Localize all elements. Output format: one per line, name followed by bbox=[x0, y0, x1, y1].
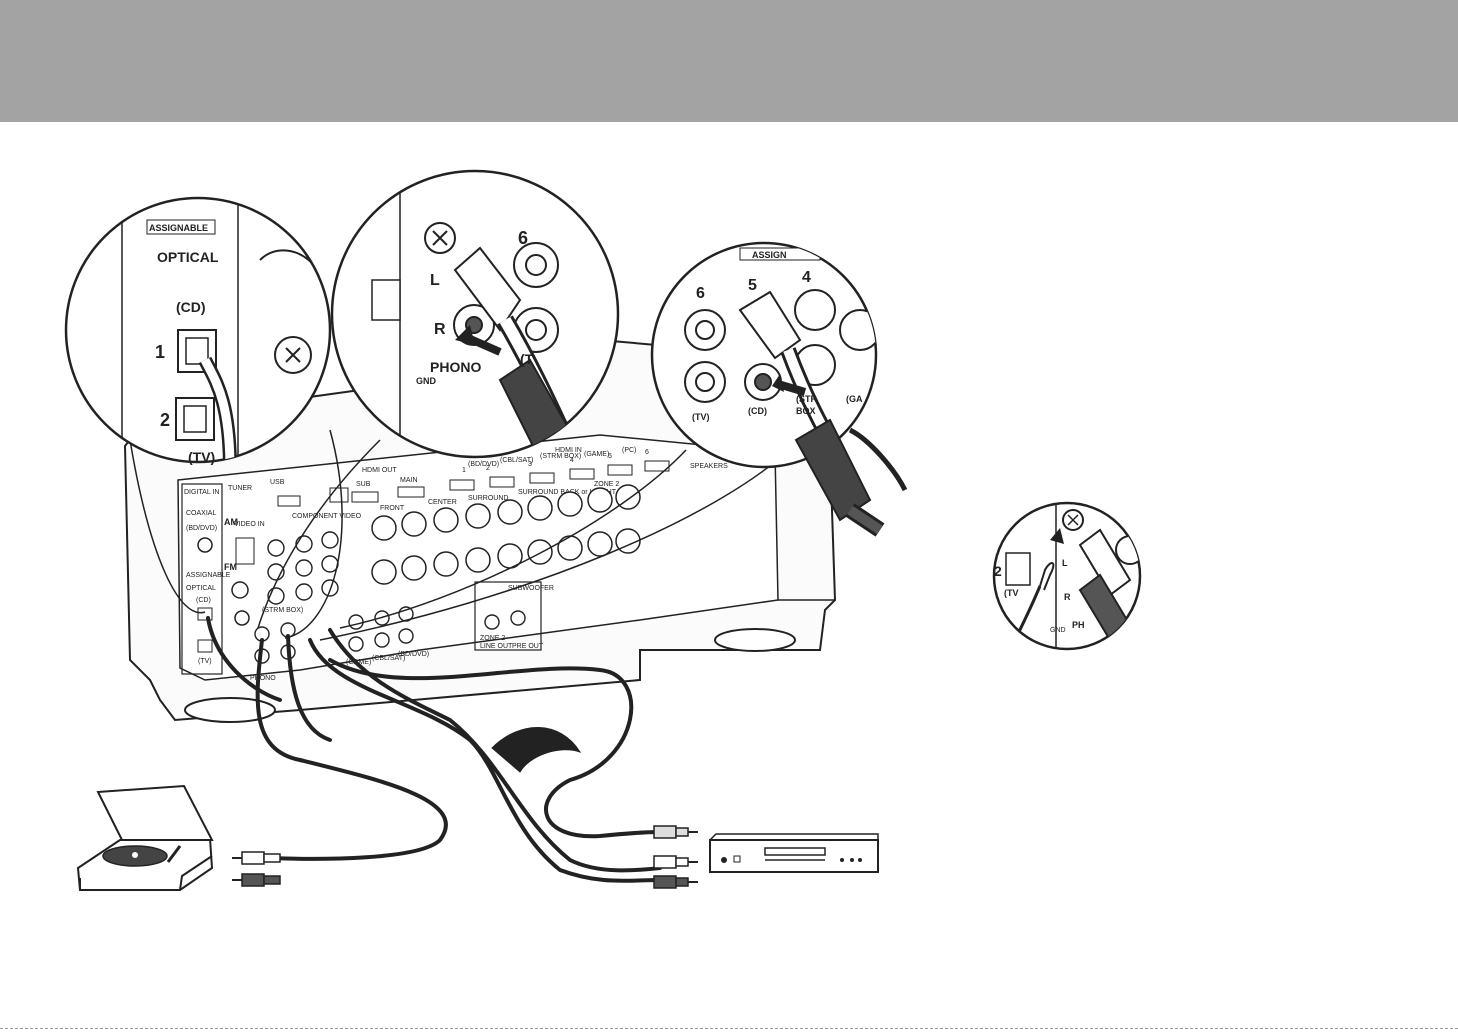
zoom-ground-ph: PH bbox=[1072, 620, 1085, 630]
panel-usb: USB bbox=[270, 479, 285, 486]
hdmi-in-label-3: 3 bbox=[528, 461, 532, 468]
zoom-analog-strm: (STR bbox=[796, 394, 817, 404]
zoom-analog-tv: (TV) bbox=[692, 412, 710, 422]
zoom-phono-l: L bbox=[430, 272, 440, 289]
turntable-cable bbox=[255, 638, 448, 861]
hdmi-in-label-cbl: (CBL/SAT) bbox=[500, 457, 533, 464]
turntable-icon bbox=[76, 784, 214, 891]
panel-surround: SURROUND bbox=[468, 495, 508, 502]
optical-cable bbox=[206, 616, 282, 702]
speaker-terminals bbox=[371, 484, 641, 585]
zoom-phono-six: 6 bbox=[518, 228, 528, 248]
zoom-optical-cd: (CD) bbox=[176, 299, 206, 315]
zoom-ground: 2 (TV L R GND PH bbox=[992, 501, 1142, 651]
zoom-ground-tv: (TV bbox=[1004, 588, 1019, 598]
hdmi-in-label-5: 5 bbox=[608, 453, 612, 460]
header-bar bbox=[0, 0, 1458, 122]
receiver-body: DIGITAL IN COAXIAL (BD/DVD) ASSIGNABLE O… bbox=[123, 338, 837, 723]
zoom-optical: ASSIGNABLE OPTICAL (CD) 1 2 (TV) bbox=[64, 196, 332, 465]
panel-tuner: TUNER bbox=[228, 485, 252, 492]
hdmi-in-label-strm: (STRM BOX) bbox=[540, 453, 581, 460]
panel-am: AM bbox=[224, 517, 238, 527]
cd-player-icon bbox=[709, 833, 879, 873]
panel-line-out: LINE OUT bbox=[480, 643, 513, 650]
hdmi-in-label-pc: (PC) bbox=[622, 447, 636, 454]
panel-hdmi-in: HDMI IN bbox=[555, 447, 582, 454]
panel-cd: (CD) bbox=[196, 597, 211, 604]
panel-component-video: COMPONENT VIDEO bbox=[292, 513, 362, 520]
zoom-optical-num-1: 1 bbox=[155, 342, 165, 362]
panel-speakers: SPEAKERS bbox=[690, 463, 728, 470]
panel-pre-out: PRE OUT bbox=[512, 643, 544, 650]
cables bbox=[206, 616, 662, 883]
hdmi-in-label-4: 4 bbox=[570, 457, 574, 464]
callout-lines bbox=[129, 429, 801, 641]
panel-phono-small: PHONO bbox=[250, 675, 276, 682]
zoom-ground-two: 2 bbox=[994, 563, 1002, 579]
hdmi-in-label-6: 6 bbox=[645, 449, 649, 456]
zoom-optical-num-2: 2 bbox=[160, 410, 170, 430]
panel-cbl-sat: (CBL/SAT) bbox=[372, 655, 405, 662]
zoom-analog-in: ASSIGN 6 5 4 (TV) (CD) (STR BOX (GA bbox=[650, 241, 878, 469]
zoom-analog-five: 5 bbox=[748, 277, 757, 294]
panel-zone2: ZONE 2 bbox=[594, 481, 619, 488]
footer-rule bbox=[0, 1028, 1458, 1029]
panel-subwoofer: SUBWOOFER bbox=[508, 585, 554, 592]
zoom-phono-gnd: GND bbox=[416, 376, 437, 386]
receiver-foot bbox=[184, 697, 276, 723]
zoom-analog-box: BOX bbox=[796, 406, 816, 416]
panel-optical: OPTICAL bbox=[186, 585, 216, 592]
coaxial-cable bbox=[328, 658, 662, 839]
zoom-ground-r: R bbox=[1064, 592, 1071, 602]
zoom-optical-label: OPTICAL bbox=[157, 249, 219, 265]
zoom-ground-l: L bbox=[1062, 558, 1068, 568]
panel-main: MAIN bbox=[400, 477, 418, 484]
zoom-optical-tv: (TV) bbox=[188, 449, 215, 465]
hdmi-in-label-game: (GAME) bbox=[584, 451, 609, 458]
rca-plugs-turntable bbox=[232, 851, 281, 887]
panel-center: CENTER bbox=[428, 499, 457, 506]
zoom-ground-gnd: GND bbox=[1050, 627, 1066, 634]
hdmi-in-label-1: 1 bbox=[462, 467, 466, 474]
panel-tv: (TV) bbox=[198, 658, 212, 665]
panel-sub: SUB bbox=[356, 481, 371, 488]
panel-hdmi-out: HDMI OUT bbox=[362, 467, 397, 474]
zoom-analog-cd: (CD) bbox=[748, 406, 767, 416]
hdmi-in-label-2: 2 bbox=[486, 465, 490, 472]
zoom-phono-label: PHONO bbox=[430, 359, 481, 375]
component-jacks bbox=[267, 531, 339, 605]
zoom-phono-r: R bbox=[434, 321, 446, 338]
rca-plug-large bbox=[794, 418, 908, 537]
hdmi-in-ports bbox=[449, 460, 670, 491]
hdmi-in-label-bd: (BD/DVD) bbox=[468, 461, 499, 468]
panel-video-in: VIDEO IN bbox=[234, 521, 265, 528]
panel-coaxial: COAXIAL bbox=[186, 510, 216, 517]
rca-plugs-cd bbox=[653, 825, 698, 889]
zoom-analog-four: 4 bbox=[802, 269, 811, 286]
zoom-analog-ga: (GA bbox=[846, 394, 863, 404]
panel-strm-box: (STRM BOX) bbox=[262, 607, 303, 614]
panel-front: FRONT bbox=[380, 505, 405, 512]
panel-assignable: ASSIGNABLE bbox=[186, 572, 231, 579]
panel-bd-dvd-2: (BD/DVD) bbox=[398, 651, 429, 658]
zoom-optical-assignable: ASSIGNABLE bbox=[149, 223, 208, 233]
panel-zone2-line: ZONE 2 bbox=[480, 635, 505, 642]
receiver-foot bbox=[714, 628, 796, 652]
zoom-analog-assign: ASSIGN bbox=[752, 250, 787, 260]
panel-bd-dvd: (BD/DVD) bbox=[186, 525, 217, 532]
panel-digital-in: DIGITAL IN bbox=[184, 489, 219, 496]
zoom-analog-six: 6 bbox=[696, 285, 705, 302]
zoom-phono-t: (T bbox=[520, 351, 534, 367]
panel-fm: FM bbox=[224, 562, 237, 572]
cd-stereo-cable bbox=[328, 628, 662, 873]
flow-arrow-icon bbox=[491, 727, 582, 773]
